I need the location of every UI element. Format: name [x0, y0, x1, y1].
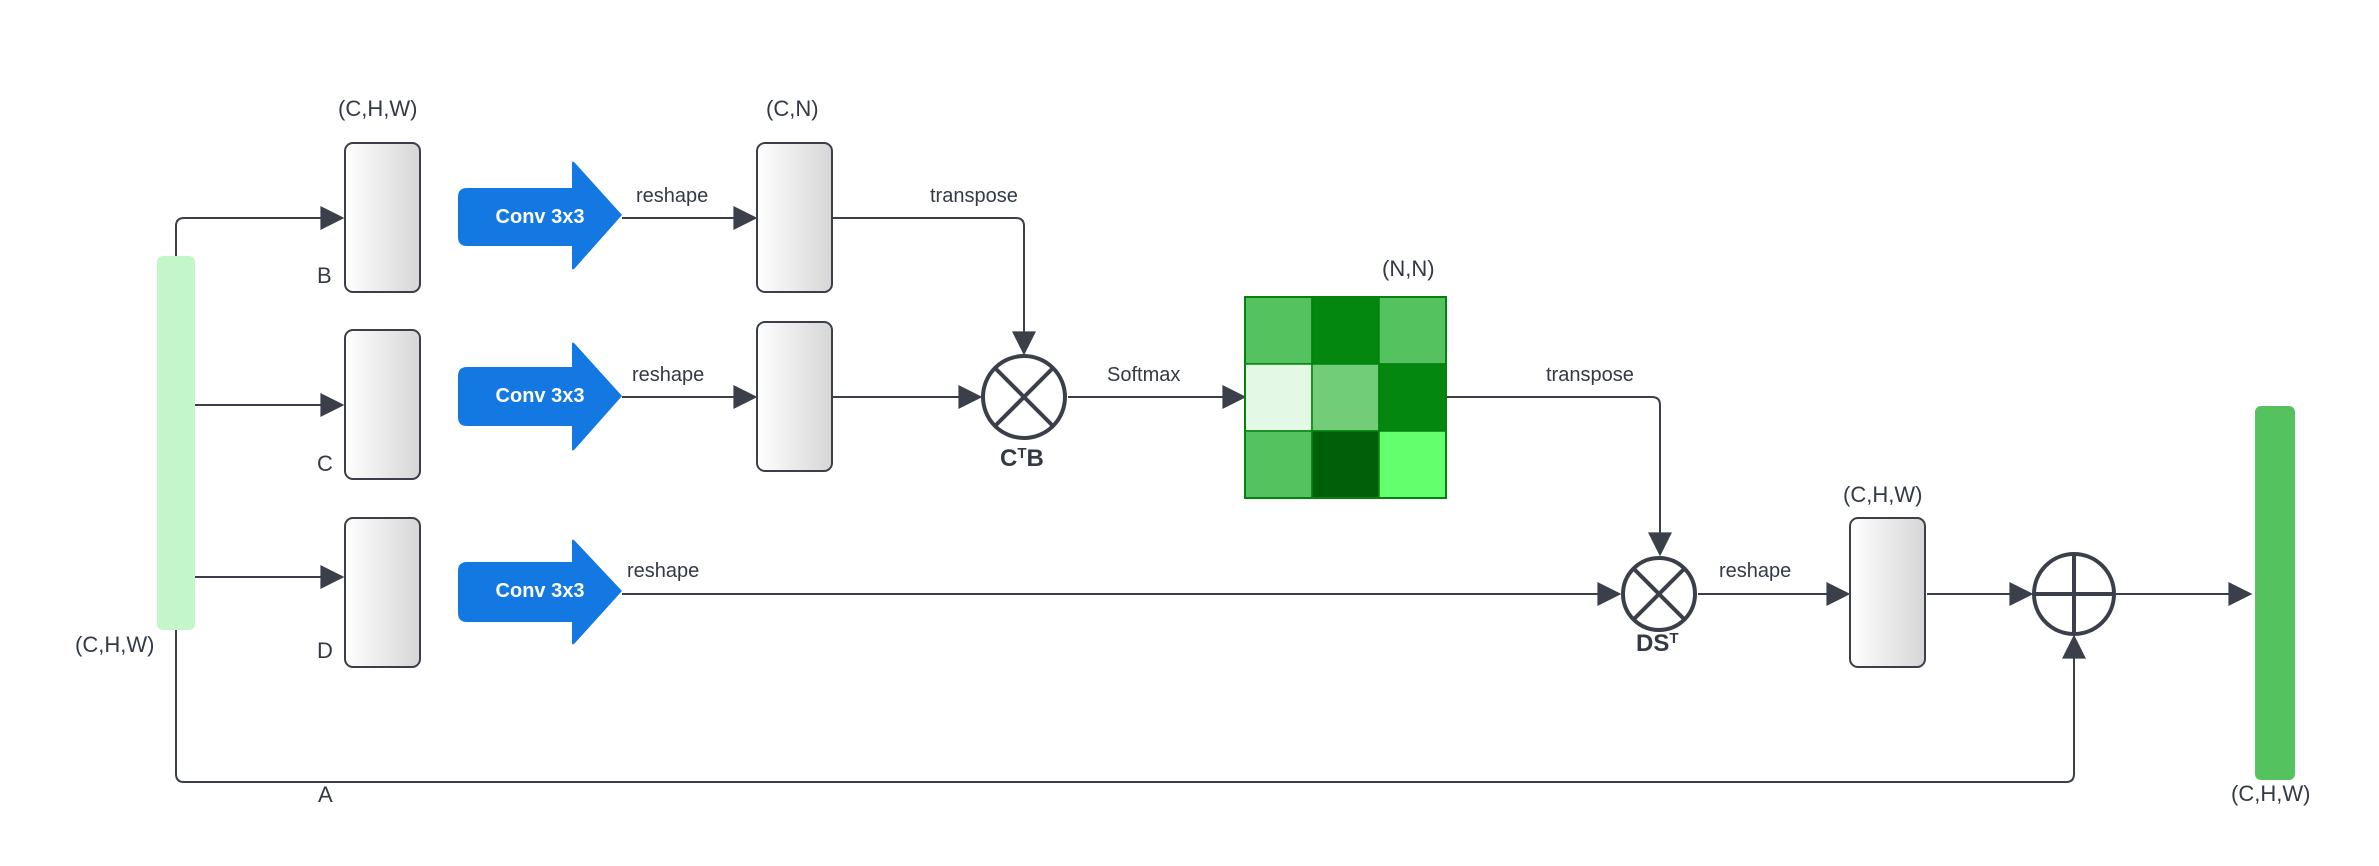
- conv-label-d: Conv 3x3: [496, 580, 585, 602]
- output-feature-block: [2255, 406, 2295, 780]
- connectors: [175, 206, 2253, 783]
- feature-block-b: [344, 142, 421, 293]
- matrix-cell: [1311, 296, 1380, 365]
- post-reshape-block: [1849, 517, 1926, 668]
- feature-block-c: [344, 329, 421, 480]
- transpose-label-matrix: transpose: [1546, 364, 1634, 386]
- conv-label-b: Conv 3x3: [496, 206, 585, 228]
- branch-label-b: B: [317, 263, 332, 288]
- branch-label-d: D: [317, 638, 333, 663]
- ctb-label: CTB: [1000, 445, 1044, 472]
- top-dim-label: (C,H,W): [338, 96, 417, 121]
- reshape-label-d: reshape: [627, 560, 699, 582]
- conv-arrow-c: Conv 3x3: [458, 342, 622, 451]
- reshape-label-dst: reshape: [1719, 560, 1791, 582]
- add-op: [2032, 552, 2116, 636]
- edge-input-to-add: [175, 630, 2086, 783]
- reshaped-dim-label: (C,N): [766, 96, 819, 121]
- reshape-label-b: reshape: [636, 185, 708, 207]
- feature-block-d: [344, 517, 421, 668]
- matrix-cell: [1311, 430, 1380, 499]
- branch-label-c: C: [317, 451, 333, 476]
- matrix-cell: [1378, 430, 1447, 499]
- conv-arrow-b: Conv 3x3: [458, 161, 622, 270]
- matrix-cell: [1244, 296, 1313, 365]
- softmax-label: Softmax: [1107, 364, 1180, 386]
- edge-input-to-b: [175, 206, 345, 256]
- attention-matrix: [1244, 296, 1447, 499]
- post-dim-label: (C,H,W): [1843, 482, 1922, 507]
- branch-label-a: A: [318, 782, 333, 807]
- edge-matrix-transpose-to-dst: [1447, 396, 1672, 557]
- conv-label-c: Conv 3x3: [496, 385, 585, 407]
- matrix-cell: [1244, 430, 1313, 499]
- matrix-cell: [1244, 363, 1313, 432]
- multiply-op-ctb: [981, 354, 1067, 440]
- output-dim-label: (C,H,W): [2231, 781, 2310, 806]
- dst-label: DST: [1636, 630, 1679, 657]
- matrix-cell: [1311, 363, 1380, 432]
- edge-b-transpose-to-ctb: [832, 217, 1036, 356]
- reshaped-block-b: [756, 142, 833, 293]
- transpose-label-b: transpose: [930, 185, 1018, 207]
- matrix-border: [1244, 296, 1447, 499]
- conv-arrow-d: Conv 3x3: [458, 539, 622, 645]
- matrix-cell: [1378, 363, 1447, 432]
- multiply-op-dst: [1621, 556, 1697, 632]
- matrix-cell: [1378, 296, 1447, 365]
- input-feature-block: [157, 256, 195, 630]
- reshaped-block-c: [756, 321, 833, 472]
- reshape-label-c: reshape: [632, 364, 704, 386]
- input-dim-label: (C,H,W): [75, 632, 154, 657]
- matrix-dim-label: (N,N): [1382, 256, 1435, 281]
